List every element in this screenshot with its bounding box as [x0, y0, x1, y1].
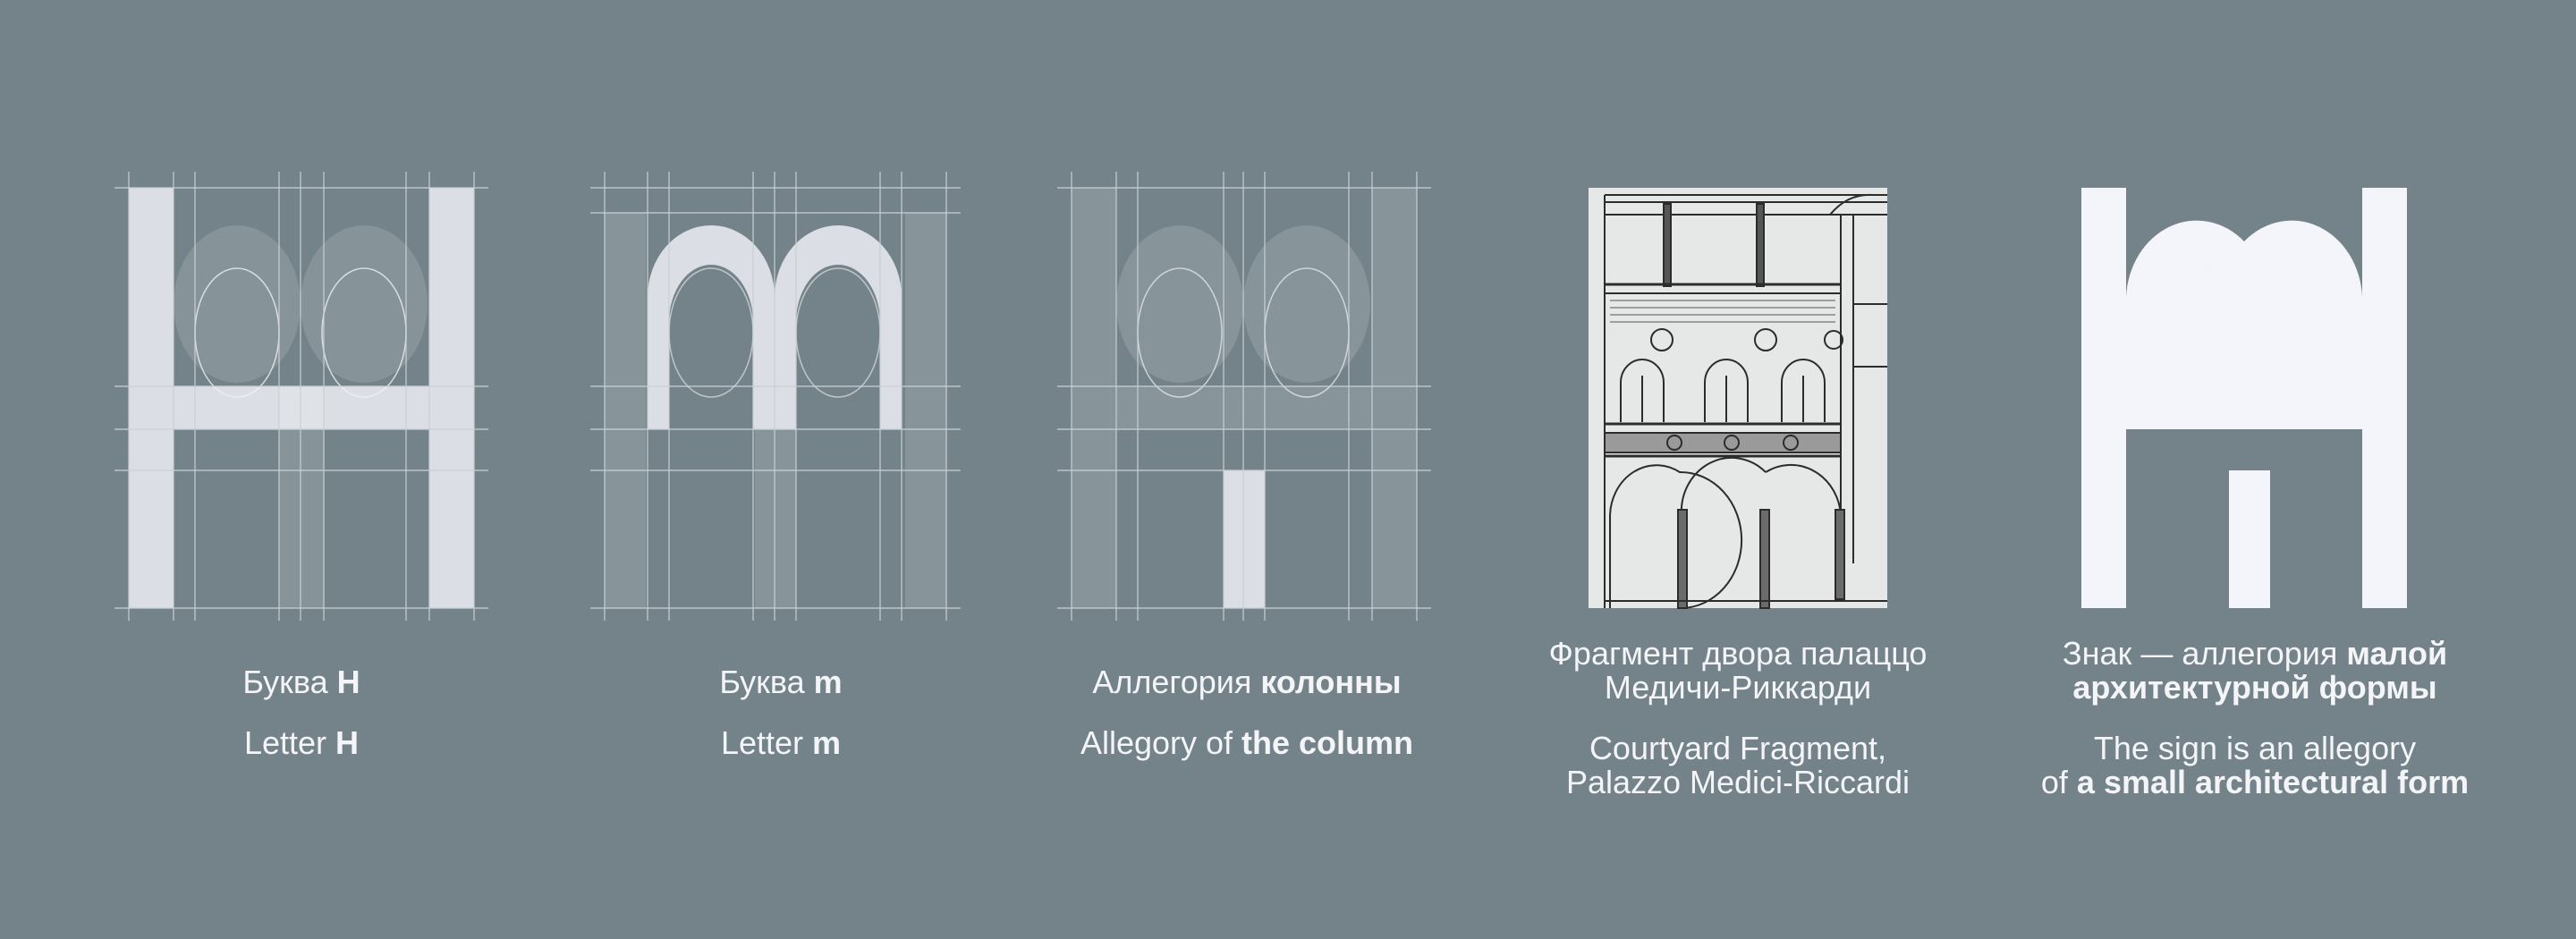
caption-column: Аллегория колонны Allegory of the column	[979, 665, 1515, 760]
caption-column-en: Allegory of the column	[1080, 724, 1414, 761]
panel-letter-h	[0, 0, 501, 644]
column-construction-drawing	[1057, 172, 1431, 621]
caption-letter-m-ru: Буква m	[719, 664, 843, 700]
sign-logo-mark	[2081, 188, 2407, 608]
caption-letter-m: Буква m Letter m	[513, 665, 1049, 760]
column-guide-grid	[1057, 172, 1431, 621]
sign-glyph	[2081, 188, 2407, 608]
caption-letter-h-ru: Буква Н	[242, 664, 360, 700]
caption-sign-en-line2: of a small architectural form	[2040, 764, 2470, 800]
column-left-stem-ghost	[1072, 188, 1116, 608]
caption-fragment-ru-line1: Фрагмент двора палаццо	[1548, 635, 1928, 672]
caption-letter-m-en: Letter m	[720, 724, 842, 761]
column-crossbar-ghost	[1116, 386, 1372, 429]
h-right-stem	[429, 188, 474, 608]
h-guide-grid	[114, 172, 488, 621]
h-center-column-ghost	[279, 386, 324, 608]
caption-sign-en-line1: The sign is an allegory	[2093, 730, 2417, 766]
m-center-column-ghost	[755, 429, 796, 608]
letter-h-construction-drawing	[114, 172, 488, 621]
column-arch-ghost-right	[1243, 225, 1370, 383]
column-right-stem-ghost	[1372, 188, 1417, 608]
caption-letter-h-en: Letter H	[243, 724, 360, 761]
h-arch-ghost-left	[174, 225, 301, 383]
h-left-stem	[129, 188, 174, 608]
m-counter-right	[795, 267, 881, 398]
m-counter-left	[668, 267, 754, 398]
caption-sign: Знак — аллегория малой архитектурной фор…	[1987, 637, 2523, 799]
column-shaft	[1224, 470, 1265, 608]
caption-sign-ru-line2: архитектурной формы	[2072, 669, 2437, 706]
panel-column	[1045, 0, 1456, 644]
caption-fragment-ru-line2: Медичи-Риккарди	[1604, 669, 1872, 706]
h-arch-ghost-right	[301, 225, 428, 383]
m-guide-grid	[590, 172, 961, 621]
caption-column-ru: Аллегория колонны	[1092, 664, 1402, 700]
h-crossbar	[174, 386, 429, 429]
panel-letter-m	[572, 0, 984, 644]
letter-m-construction-drawing	[590, 172, 961, 621]
m-left-column-ghost	[605, 213, 646, 608]
caption-letter-h: Буква Н Letter H	[33, 665, 570, 760]
caption-fragment: Фрагмент двора палаццо Медичи-Риккарди C…	[1470, 637, 2006, 799]
sign-column	[2229, 470, 2270, 608]
m-right-column-ghost	[905, 213, 946, 608]
caption-fragment-en-line2: Palazzo Medici-Riccardi	[1565, 764, 1911, 800]
column-arch-ghost-left	[1116, 225, 1243, 383]
palazzo-engraving-image	[1589, 188, 1887, 609]
panel-fragment	[1589, 188, 1887, 609]
panel-sign	[2030, 0, 2442, 644]
caption-sign-ru-line1: Знак — аллегория малой	[2062, 635, 2448, 672]
caption-fragment-en-line1: Courtyard Fragment,	[1589, 730, 1887, 766]
